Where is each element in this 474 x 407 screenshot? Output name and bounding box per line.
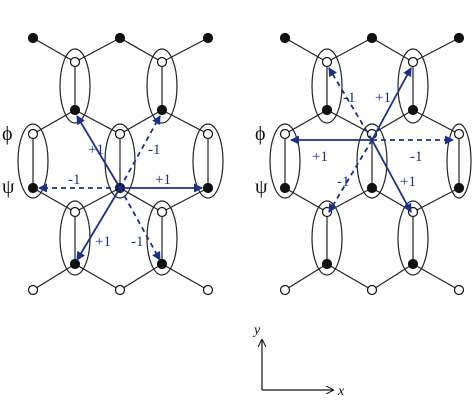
right-label-lower-right: +1 — [400, 174, 416, 190]
side-labels: ϕ ψ ϕ ψ — [2, 123, 268, 198]
left-hopping-arrows — [38, 115, 203, 261]
right-hopping-arrows — [290, 67, 454, 213]
left-arrow-labels: +1 -1 -1 +1 +1 -1 — [68, 142, 171, 250]
right-psi-label: ψ — [255, 176, 268, 198]
left-label-upper-left: +1 — [88, 142, 104, 158]
left-phi-label: ϕ — [2, 123, 13, 145]
left-label-lower-right: -1 — [131, 234, 144, 250]
right-lattice-sites — [279, 32, 465, 296]
left-lattice-panel: +1 -1 -1 +1 +1 -1 — [17, 32, 224, 296]
left-lattice-sites — [27, 32, 214, 296]
left-label-lower-left: +1 — [95, 234, 111, 250]
left-label-right: +1 — [155, 172, 171, 188]
right-phi-label: ϕ — [255, 123, 266, 145]
left-lattice-bonds — [32, 37, 209, 291]
coordinate-axes: y x — [252, 323, 345, 399]
right-label-upper-left: -1 — [343, 90, 356, 106]
left-label-left: -1 — [68, 172, 81, 188]
right-label-upper-right: +1 — [375, 90, 391, 106]
right-label-right: -1 — [410, 149, 423, 165]
right-label-lower-left: -1 — [337, 174, 350, 190]
right-label-left: +1 — [312, 149, 328, 165]
left-psi-label: ψ — [2, 176, 15, 198]
y-axis-label: y — [252, 323, 261, 338]
right-lattice-panel: -1 +1 +1 -1 -1 +1 — [269, 32, 472, 296]
left-label-upper-right: -1 — [148, 142, 161, 158]
right-unit-cell-ellipses — [269, 48, 472, 276]
right-arrow-labels: -1 +1 +1 -1 -1 +1 — [312, 90, 423, 190]
x-axis-label: x — [337, 384, 345, 399]
